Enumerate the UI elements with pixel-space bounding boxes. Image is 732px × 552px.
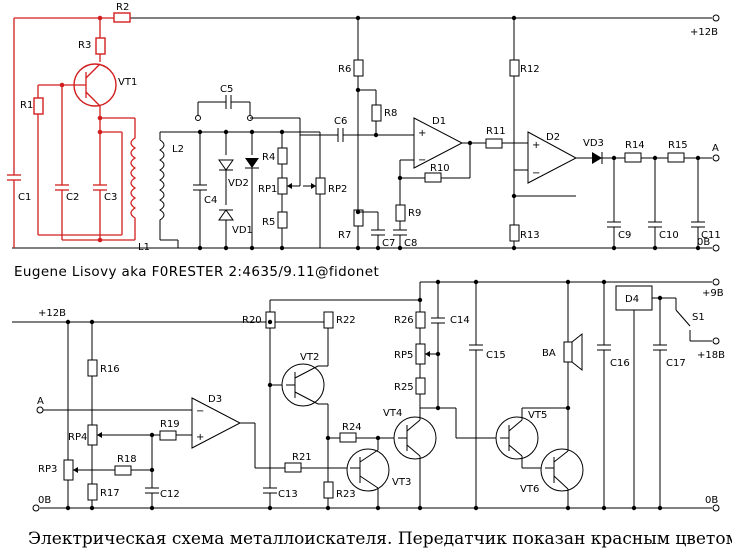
- label-R26: R26: [394, 315, 414, 326]
- label-opamp-D1-minus: −: [418, 155, 426, 166]
- label-R19: R19: [160, 419, 180, 430]
- label-RP5: RP5: [394, 350, 413, 361]
- label-R8: R8: [384, 108, 397, 119]
- label-BA: BA: [542, 348, 556, 359]
- top-rail-zero-label: 0В: [697, 237, 710, 248]
- label-VT5: VT5: [528, 410, 547, 421]
- label-C13: C13: [278, 489, 298, 500]
- bottom-rail-plus18-label: +18В: [697, 350, 725, 361]
- opamp-D1-stage: [353, 15, 486, 251]
- label-C11: C11: [701, 230, 721, 241]
- transmitter-circuit: [7, 12, 137, 248]
- label-R22: R22: [336, 315, 356, 326]
- label-D3: D3: [208, 394, 222, 405]
- label-R18: R18: [117, 454, 137, 465]
- label-C8: C8: [404, 238, 417, 249]
- label-VT4: VT4: [383, 408, 402, 419]
- label-R14: R14: [625, 140, 645, 151]
- label-C4: C4: [204, 195, 217, 206]
- label-L2: L2: [172, 144, 184, 155]
- label-R16: R16: [100, 364, 120, 375]
- label-opamp-D1-plus: +: [418, 128, 426, 139]
- label-R4: R4: [262, 152, 275, 163]
- label-C5: C5: [220, 84, 233, 95]
- label-opamp-D2-minus: −: [532, 168, 540, 179]
- label-C3: C3: [104, 192, 117, 203]
- label-R15: R15: [668, 140, 688, 151]
- label-opamp-D3-minus: −: [196, 406, 204, 417]
- bottom-rail-zero-left-label: 0В: [38, 495, 51, 506]
- label-VD2: VD2: [228, 178, 249, 189]
- label-R5: R5: [262, 217, 275, 228]
- label-VT1: VT1: [118, 77, 137, 88]
- label-R10: R10: [430, 163, 450, 174]
- author-signature: Eugene Lisovy aka F0RESTER 2:4635/9.11@f…: [14, 264, 379, 280]
- label-opamp-D3-plus: +: [196, 432, 204, 443]
- label-VD1: VD1: [232, 225, 253, 236]
- label-R21: R21: [292, 452, 312, 463]
- label-D4: D4: [625, 294, 639, 305]
- label-C16: C16: [610, 358, 630, 369]
- label-C10: C10: [659, 230, 679, 241]
- label-R9: R9: [408, 208, 421, 219]
- label-C17: C17: [666, 358, 686, 369]
- label-C14: C14: [450, 315, 470, 326]
- label-RP1: RP1: [258, 184, 277, 195]
- output-stage: [393, 279, 720, 511]
- bottom-rail-plus9-label: +9В: [702, 288, 724, 299]
- label-L1: L1: [138, 242, 150, 253]
- label-R25: R25: [394, 382, 414, 393]
- label-S1: S1: [692, 312, 705, 323]
- top-rail-plus12-label: +12В: [690, 27, 718, 38]
- label-R7: R7: [338, 230, 351, 241]
- label-C7: C7: [382, 238, 395, 249]
- label-D2: D2: [546, 132, 560, 143]
- label-R17: R17: [100, 488, 120, 499]
- opamp-D2-stage: [485, 15, 720, 251]
- label-signal-A-in: A: [37, 396, 44, 407]
- label-R6: R6: [338, 64, 351, 75]
- label-C15: C15: [486, 350, 506, 361]
- label-VT2: VT2: [300, 352, 319, 363]
- label-C2: C2: [66, 192, 79, 203]
- label-RP2: RP2: [328, 184, 347, 195]
- label-RP4: RP4: [68, 432, 87, 443]
- transistor-stage-VT2-VT3: [263, 310, 398, 511]
- label-R23: R23: [336, 489, 356, 500]
- label-R13: R13: [520, 230, 540, 241]
- label-RP3: RP3: [38, 464, 57, 475]
- label-R1: R1: [20, 100, 33, 111]
- label-VD3: VD3: [583, 138, 604, 149]
- label-R11: R11: [486, 126, 506, 137]
- label-C9: C9: [618, 230, 631, 241]
- opamp-D3-stage: [36, 319, 285, 511]
- label-C1: C1: [18, 192, 31, 203]
- label-VT3: VT3: [392, 477, 411, 488]
- bottom-rail-plus12-label: +12В: [38, 308, 66, 319]
- label-R24: R24: [342, 422, 362, 433]
- figure-caption: Электрическая схема металлоискателя. Пер…: [28, 529, 732, 549]
- label-opamp-D2-plus: +: [532, 140, 540, 151]
- label-R20: R20: [242, 315, 262, 326]
- label-R3: R3: [78, 40, 91, 51]
- label-VT6: VT6: [520, 484, 539, 495]
- label-D1: D1: [432, 116, 446, 127]
- top-rails: [12, 14, 720, 252]
- bottom-rail-zero-right-label: 0В: [705, 495, 718, 506]
- receiver-input: [159, 95, 414, 251]
- label-R12: R12: [520, 64, 540, 75]
- label-signal-A-out: A: [712, 143, 719, 154]
- label-C12: C12: [160, 489, 180, 500]
- label-R2: R2: [116, 2, 129, 13]
- label-C6: C6: [334, 116, 347, 127]
